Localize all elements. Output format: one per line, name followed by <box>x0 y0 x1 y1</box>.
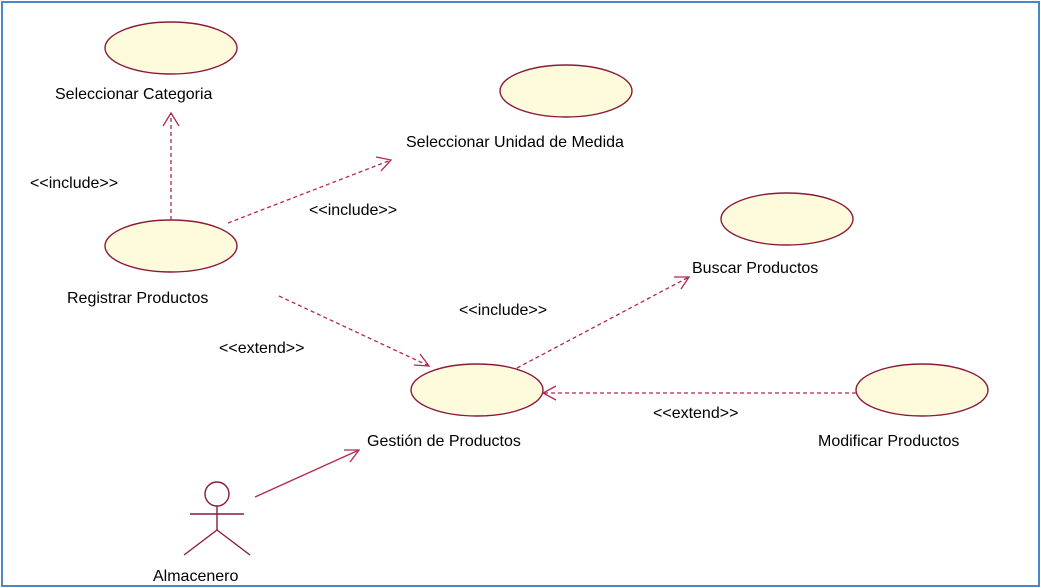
stereotype-extend-modificar: <<extend>> <box>653 405 738 422</box>
stereotype-extend-registrar: <<extend>> <box>219 340 304 357</box>
label-buscar-productos: Buscar Productos <box>692 260 818 277</box>
label-gestion-de-productos: Gestión de Productos <box>367 433 521 450</box>
association-almacenero-gestion <box>254 449 360 498</box>
extend-arrowhead-modificar <box>541 385 557 401</box>
usecase-buscar-productos[interactable] <box>720 192 854 246</box>
label-seleccionar-categoria: Seleccionar Categoria <box>55 86 213 103</box>
usecase-seleccionar-unidad-de-medida[interactable] <box>499 64 633 118</box>
include-arrow-unidad <box>227 159 392 224</box>
label-seleccionar-unidad-de-medida: Seleccionar Unidad de Medida <box>406 134 624 151</box>
extend-arrowhead-registrar <box>413 353 431 367</box>
usecase-seleccionar-categoria[interactable] <box>104 21 238 75</box>
actor-right-leg <box>216 529 251 556</box>
label-modificar-productos: Modificar Productos <box>818 433 959 450</box>
include-arrowhead-categoria <box>162 111 180 127</box>
actor-icon[interactable] <box>183 481 251 556</box>
usecase-registrar-productos[interactable] <box>104 219 238 273</box>
usecase-modificar-productos[interactable] <box>855 363 989 417</box>
actor-label: Almacenero <box>153 568 238 585</box>
actor-left-leg <box>183 529 218 556</box>
stereotype-include-categoria: <<include>> <box>30 175 118 192</box>
association-arrowhead <box>344 449 361 463</box>
usecase-gestion-de-productos[interactable] <box>410 363 544 417</box>
include-arrowhead-unidad <box>375 156 393 172</box>
include-arrow-buscar <box>516 276 690 369</box>
stereotype-include-unidad: <<include>> <box>309 202 397 219</box>
stereotype-include-buscar: <<include>> <box>459 302 547 319</box>
include-arrowhead-buscar <box>674 276 691 290</box>
label-registrar-productos: Registrar Productos <box>67 290 208 307</box>
